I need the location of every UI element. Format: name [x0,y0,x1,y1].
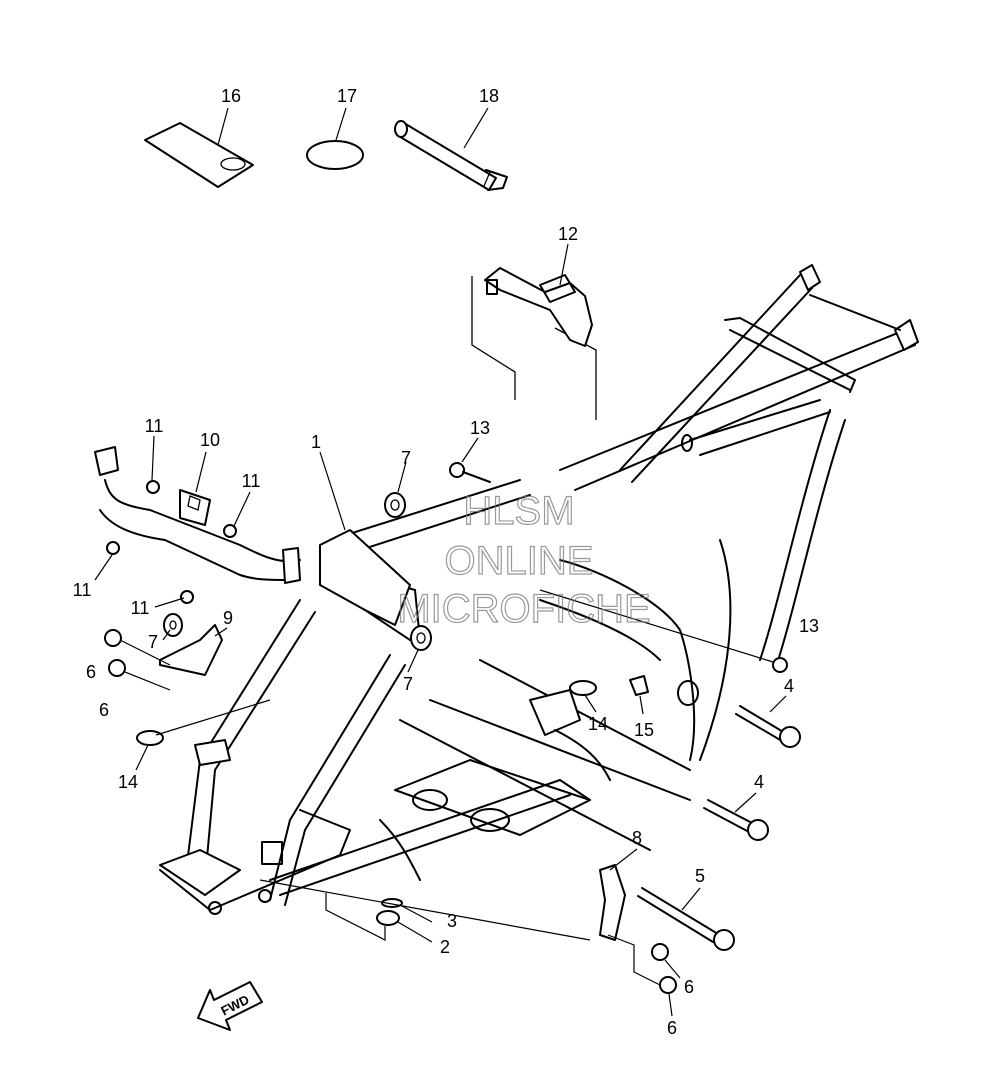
callout-18: 18 [479,86,499,106]
callout-5: 5 [695,866,705,886]
callout-11-right: 11 [242,471,261,491]
callout-6-upper-left: 6 [86,662,96,682]
hardware-parts [104,462,801,994]
watermark-line-2: ONLINE [445,539,594,583]
callout-14-left: 14 [118,772,138,792]
callout-8: 8 [632,828,642,848]
callout-11-top: 11 [145,416,164,436]
callout-15: 15 [634,720,654,740]
leader-lines [94,107,787,1017]
callout-13-top: 13 [470,418,490,438]
callout-17: 17 [337,86,357,106]
part-5-bolt [637,887,735,951]
callout-labels: 16 17 18 12 11 10 11 11 11 13 1 7 7 7 9 … [73,86,819,1038]
watermark-line-3: MICROFICHE [397,587,650,631]
callout-13-right: 13 [799,616,819,636]
part-4-bolt-upper [735,705,801,748]
callout-3: 3 [447,911,457,931]
part-12-crossmember [471,267,597,420]
handlebar-bracket-assembly [94,446,301,604]
callout-2: 2 [440,937,450,957]
callout-9: 9 [223,608,233,628]
part-1-main-frame [159,264,919,915]
callout-6-lower-left: 6 [99,700,109,720]
callout-11-left: 11 [73,580,92,600]
part-4-bolt-lower [703,799,769,841]
callout-7-top: 7 [401,448,411,468]
watermark-line-1: HLSM [463,489,574,533]
part-18-rod [394,120,508,191]
part-17-o-ring [306,140,364,170]
callout-4-lower: 4 [754,772,764,792]
callout-7-left: 7 [148,632,158,652]
callout-6-bottom: 6 [667,1018,677,1038]
callout-16: 16 [221,86,241,106]
part-16-label-decal [144,122,254,188]
callout-10: 10 [200,430,220,450]
watermark: HLSM ONLINE MICROFICHE [397,488,652,631]
callout-4-upper: 4 [784,676,794,696]
callout-14-center: 14 [588,714,608,734]
callout-1: 1 [311,432,321,452]
callout-7-center: 7 [403,674,413,694]
callout-6-lower-right: 6 [684,977,694,997]
callout-11-lower: 11 [131,598,150,618]
fwd-arrow: FWD [197,981,263,1031]
callout-12: 12 [558,224,578,244]
